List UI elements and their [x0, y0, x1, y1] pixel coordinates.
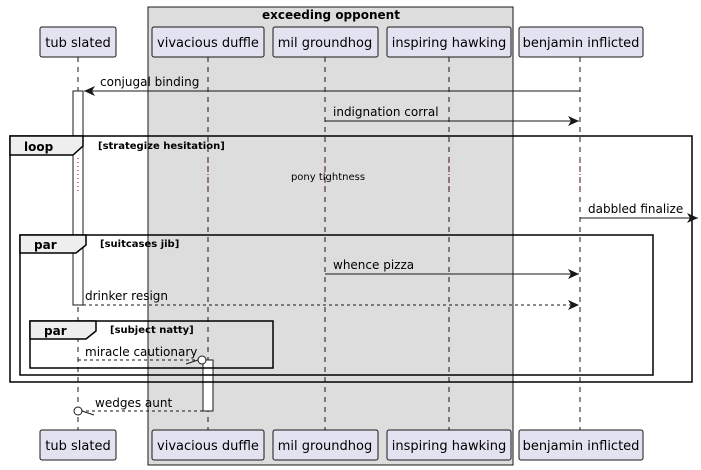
fragment-par-1: par [suitcases jib] [19, 234, 654, 376]
fragment-par-1-condition: [suitcases jib] [100, 239, 179, 250]
svg-text:indignation corral: indignation corral [333, 105, 439, 119]
message-whence-pizza: whence pizza [325, 258, 579, 279]
delay-label: pony tightness [291, 172, 365, 183]
svg-text:vivacious duffle: vivacious duffle [157, 439, 259, 454]
fragment-par-2-keyword: par [44, 324, 67, 338]
svg-text:drinker resign: drinker resign [85, 289, 168, 303]
message-drinker-resign: drinker resign [83, 289, 579, 310]
svg-text:inspiring hawking: inspiring hawking [392, 36, 507, 51]
message-indignation-corral: indignation corral [325, 105, 579, 126]
delay-dots [77, 158, 581, 192]
participant-mil-groundhog: mil groundhog [272, 26, 379, 58]
participant-tub-slated: tub slated [39, 26, 117, 58]
svg-text:tub slated: tub slated [45, 439, 110, 454]
activation-bar-tub-slated [72, 90, 84, 306]
svg-text:whence pizza: whence pizza [333, 258, 414, 272]
message-dabbled-finalize: dabbled finalize [580, 202, 698, 223]
participant-inspiring-hawking-bottom: inspiring hawking [386, 429, 512, 461]
fragment-loop-condition: [strategize hesitation] [98, 141, 225, 152]
svg-text:miracle cautionary: miracle cautionary [85, 345, 197, 359]
svg-text:tub slated: tub slated [45, 36, 110, 51]
svg-text:conjugal binding: conjugal binding [100, 75, 199, 89]
participant-tub-slated-bottom: tub slated [39, 429, 117, 461]
participants-bottom: tub slated vivacious duffle mil groundho… [39, 429, 644, 461]
svg-text:wedges aunt: wedges aunt [95, 396, 172, 410]
message-wedges-aunt: wedges aunt [73, 396, 203, 416]
svg-text:inspiring hawking: inspiring hawking [392, 439, 507, 454]
participant-vivacious-duffle-bottom: vivacious duffle [151, 429, 265, 461]
fragment-loop: loop [strategize hesitation] [9, 135, 693, 383]
participant-benjamin-inflicted-bottom: benjamin inflicted [518, 429, 644, 461]
svg-text:dabbled finalize: dabbled finalize [588, 202, 683, 216]
svg-text:benjamin inflicted: benjamin inflicted [523, 439, 640, 454]
participant-benjamin-inflicted: benjamin inflicted [518, 26, 644, 58]
svg-text:mil groundhog: mil groundhog [278, 439, 372, 454]
fragment-par-1-keyword: par [34, 238, 57, 252]
svg-text:mil groundhog: mil groundhog [278, 36, 372, 51]
message-conjugal-binding: conjugal binding [84, 75, 580, 96]
participant-vivacious-duffle: vivacious duffle [151, 26, 265, 58]
participants-top: tub slated vivacious duffle mil groundho… [39, 26, 644, 58]
group-title: exceeding opponent [262, 8, 400, 22]
svg-text:benjamin inflicted: benjamin inflicted [523, 36, 640, 51]
svg-text:vivacious duffle: vivacious duffle [157, 36, 259, 51]
fragment-loop-keyword: loop [24, 140, 54, 154]
fragment-par-2-condition: [subject natty] [110, 325, 194, 336]
activation-bar-vivacious-duffle [202, 359, 214, 412]
fragment-par-2: par [subject natty] [29, 320, 274, 369]
participant-mil-groundhog-bottom: mil groundhog [272, 429, 379, 461]
participant-inspiring-hawking: inspiring hawking [386, 26, 512, 58]
message-miracle-cautionary: miracle cautionary [78, 345, 207, 365]
